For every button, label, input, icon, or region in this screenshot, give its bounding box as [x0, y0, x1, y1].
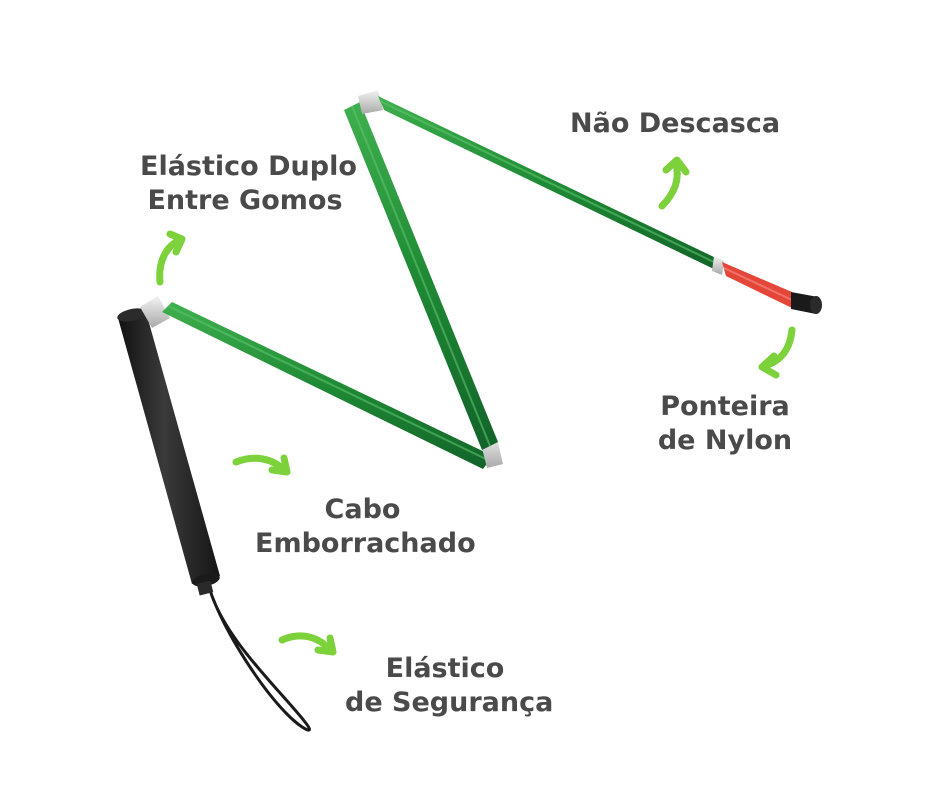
cane-segment-1-tube: [162, 302, 493, 469]
curved-arrow-icon: [278, 632, 337, 656]
joint-silver: [712, 256, 724, 275]
label-cabo-line1: Cabo: [324, 494, 401, 525]
label-nao-descasca: Não Descasca: [570, 107, 780, 141]
label-cabo-line2: Emborrachado: [255, 528, 476, 559]
curved-arrow-icon: [758, 326, 796, 379]
cane-segment-3-tube: [378, 96, 720, 272]
red-tip-section: [722, 262, 793, 308]
safety-elastic-loop: [208, 589, 311, 732]
label-ponteira-line2: de Nylon: [657, 425, 793, 456]
label-elastico-seguranca-line2: de Segurança: [345, 687, 554, 718]
nylon-tip: [791, 292, 822, 314]
label-cabo: Cabo Emborrachado: [255, 493, 476, 561]
label-elastico-duplo-line1: Elástico Duplo: [140, 151, 357, 182]
rubber-handle: [117, 308, 220, 596]
label-elastico-duplo-line2: Entre Gomos: [147, 185, 343, 216]
curved-arrow-icon: [232, 454, 291, 476]
joint-silver: [140, 296, 170, 328]
curved-arrow-icon: [658, 156, 690, 210]
label-ponteira: Ponteira de Nylon: [640, 390, 810, 458]
label-elastico-duplo: Elástico Duplo Entre Gomos: [140, 150, 357, 218]
label-nao-descasca-line1: Não Descasca: [570, 108, 781, 139]
cane-segment-2-tube: [344, 102, 498, 450]
label-elastico-seguranca-line1: Elástico: [385, 653, 505, 684]
label-elastico-seguranca: Elástico de Segurança: [345, 652, 554, 720]
label-ponteira-line1: Ponteira: [660, 391, 790, 422]
joint-silver: [358, 90, 383, 114]
curved-arrow-icon: [156, 230, 186, 286]
